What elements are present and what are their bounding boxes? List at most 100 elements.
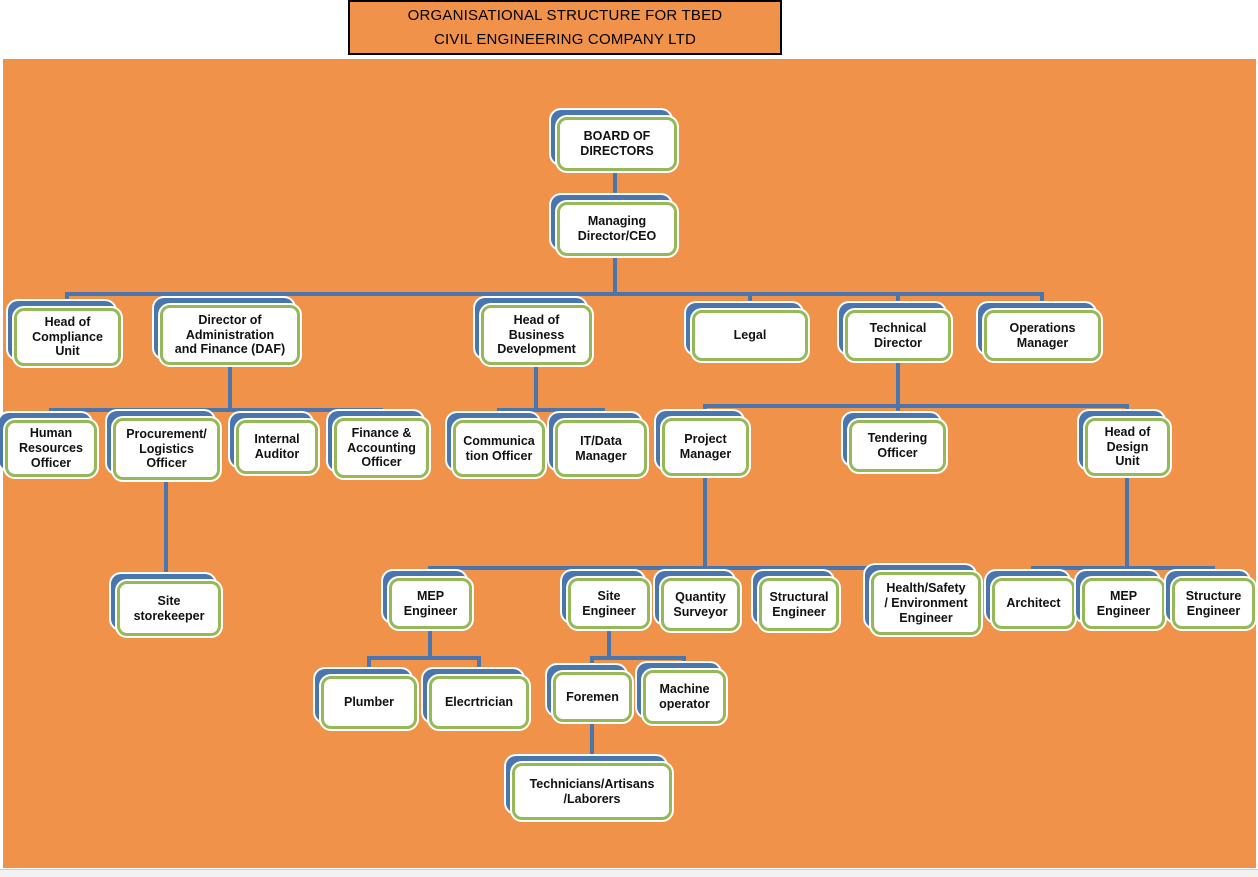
org-node-label: Technical Director [869, 320, 927, 350]
org-node-head-of-compliance-unit: Head of Compliance Unit [14, 308, 121, 366]
chart-title-box: ORGANISATIONAL STRUCTURE FOR TBED CIVIL … [348, 0, 782, 55]
connector [748, 294, 752, 312]
connector [590, 722, 594, 765]
org-node-label: Human Resources Officer [19, 426, 83, 470]
org-node-director-admin-finance: Director of Administration and Finance (… [160, 305, 300, 365]
org-node-internal-auditor: Internal Auditor [236, 420, 318, 474]
org-node-technical-director: Technical Director [845, 310, 951, 361]
org-node-label: Foremen [566, 689, 619, 704]
org-node-label: Head of Design Unit [1104, 424, 1151, 469]
org-node-head-of-design-unit: Head of Design Unit [1085, 418, 1170, 476]
org-node-managing-director-ceo: Managing Director/CEO [557, 202, 677, 256]
org-node-it-data-manager: IT/Data Manager [555, 420, 647, 477]
org-node-label: Site Engineer [582, 588, 636, 618]
org-node-label: Director of Administration and Finance (… [174, 312, 286, 357]
connector [65, 294, 69, 310]
connector [607, 568, 611, 580]
connector [428, 568, 432, 580]
org-node-label: Technicians/Artisans /Laborers [529, 776, 655, 806]
org-node-label: BOARD OF DIRECTORS [580, 129, 654, 158]
org-node-label: Quantity Surveyor [673, 589, 728, 619]
org-node-label: Legal [733, 328, 767, 343]
org-node-label: Machine operator [659, 682, 710, 711]
connector [1031, 568, 1035, 580]
org-node-label: Procurement/ Logistics Officer [126, 426, 207, 471]
org-node-structural-engineer: Structural Engineer [759, 578, 839, 631]
connector [477, 658, 481, 678]
org-node-site-storekeeper: Site storekeeper [117, 581, 221, 636]
org-node-head-of-business-development: Head of Business Development [481, 305, 592, 365]
org-node-label: Communica tion Officer [463, 433, 535, 463]
org-node-label: Elecrtrician [444, 695, 514, 710]
org-node-human-resources-officer: Human Resources Officer [5, 420, 97, 477]
org-node-label: Internal Auditor [254, 432, 300, 461]
connector [65, 292, 1044, 296]
connector [1040, 294, 1044, 312]
connector [534, 294, 538, 307]
org-node-label: Managing Director/CEO [577, 214, 657, 243]
org-node-label: Site storekeeper [133, 593, 205, 623]
org-node-operations-manager: Operations Manager [984, 310, 1101, 361]
org-node-label: Plumber [343, 695, 394, 710]
org-node-label: MEP Engineer [403, 588, 458, 618]
org-node-label: Structural Engineer [769, 589, 829, 619]
connector [703, 476, 707, 568]
org-node-finance-accounting-officer: Finance & Accounting Officer [334, 418, 429, 478]
org-node-electrician: Elecrtrician [429, 676, 529, 729]
connector [164, 480, 168, 584]
connector [896, 406, 900, 422]
org-node-tendering-officer: Tendering Officer [849, 420, 946, 472]
org-node-technicians-artisans-laborers: Technicians/Artisans /Laborers [512, 763, 672, 820]
connector [1125, 476, 1129, 568]
connector [703, 406, 707, 420]
org-node-plumber: Plumber [321, 676, 417, 729]
connector [379, 410, 383, 422]
org-node-project-manager: Project Manager [662, 418, 749, 476]
connector [367, 656, 481, 660]
connector [590, 658, 594, 674]
connector [1211, 568, 1215, 580]
org-node-label: Head of Business Development [497, 312, 576, 357]
connector [49, 410, 53, 422]
connector [613, 170, 617, 203]
org-node-label: Tendering Officer [867, 431, 928, 460]
connector [428, 629, 432, 660]
org-node-foremen: Foremen [553, 672, 632, 722]
connector [698, 568, 702, 580]
connector [607, 629, 611, 660]
org-node-quantity-surveyor: Quantity Surveyor [661, 578, 740, 631]
org-node-architect: Architect [992, 578, 1075, 629]
org-node-label: Project Manager [679, 432, 732, 461]
org-node-board-of-directors: BOARD OF DIRECTORS [557, 117, 677, 171]
connector [49, 408, 383, 412]
connector [590, 656, 686, 660]
connector [896, 361, 900, 406]
org-node-label: Finance & Accounting Officer [347, 425, 416, 470]
connector [601, 410, 605, 422]
connector [367, 658, 371, 678]
connector [1121, 568, 1125, 580]
connector [164, 410, 168, 422]
org-node-label: Head of Compliance Unit [32, 314, 103, 359]
org-node-health-safety-environment-engineer: Health/Safety / Environment Engineer [871, 572, 981, 635]
org-node-label: Operations Manager [1009, 320, 1076, 350]
horizontal-scrollbar[interactable] [0, 869, 1258, 877]
org-node-label: Structure Engineer [1185, 588, 1242, 618]
connector [228, 365, 232, 412]
org-node-label: Health/Safety / Environment Engineer [884, 581, 968, 625]
chart-title: ORGANISATIONAL STRUCTURE FOR TBED CIVIL … [407, 6, 723, 48]
org-node-structure-engineer: Structure Engineer [1172, 578, 1255, 629]
connector [534, 365, 538, 412]
org-node-label: IT/Data Manager [575, 433, 627, 463]
org-node-procurement-logistics-officer: Procurement/ Logistics Officer [113, 418, 220, 480]
connector [228, 294, 232, 307]
org-node-label: MEP Engineer [1096, 588, 1151, 618]
connector [896, 294, 900, 312]
connector [682, 658, 686, 672]
connector [797, 568, 801, 580]
connector [497, 408, 605, 412]
connector [275, 410, 279, 422]
connector [613, 255, 617, 295]
org-node-mep-engineer-design: MEP Engineer [1082, 578, 1165, 629]
